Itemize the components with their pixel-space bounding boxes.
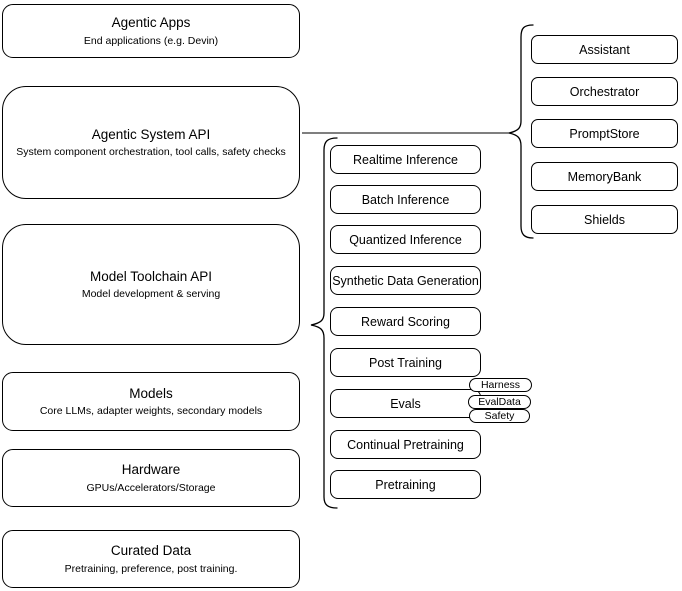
box-subtitle: System component orchestration, tool cal… (16, 146, 286, 159)
box-promptstore: PromptStore (531, 119, 678, 148)
box-synthetic-data-generation: Synthetic Data Generation (330, 266, 481, 295)
box-label: Evals (390, 396, 421, 411)
box-label: Shields (584, 212, 625, 227)
box-subtitle: Model development & serving (81, 288, 221, 301)
box-label: Quantized Inference (349, 232, 462, 247)
box-label: PromptStore (569, 126, 640, 141)
box-quantized-inference: Quantized Inference (330, 225, 481, 254)
box-title: Agentic System API (91, 126, 211, 142)
box-subtitle: GPUs/Accelerators/Storage (86, 481, 216, 494)
box-reward-scoring: Reward Scoring (330, 307, 481, 336)
box-shields: Shields (531, 205, 678, 234)
box-title: Model Toolchain API (89, 268, 213, 284)
pill-label: Harness (480, 379, 521, 391)
box-subtitle: Pretraining, preference, post training. (64, 562, 238, 575)
box-label: Synthetic Data Generation (332, 273, 479, 288)
box-orchestrator: Orchestrator (531, 77, 678, 106)
box-label: Realtime Inference (353, 152, 458, 167)
box-label: Orchestrator (569, 84, 640, 99)
box-memorybank: MemoryBank (531, 162, 678, 191)
eval-tag-evaldata: EvalData (468, 395, 531, 409)
box-agentic-apps: Agentic Apps End applications (e.g. Devi… (2, 4, 300, 58)
box-hardware: Hardware GPUs/Accelerators/Storage (2, 449, 300, 507)
box-models: Models Core LLMs, adapter weights, secon… (2, 372, 300, 431)
box-assistant: Assistant (531, 35, 678, 64)
box-label: Batch Inference (361, 192, 450, 207)
box-model-toolchain-api: Model Toolchain API Model development & … (2, 224, 300, 345)
box-label: Pretraining (375, 477, 436, 492)
eval-tag-harness: Harness (469, 378, 532, 392)
box-label: Reward Scoring (361, 314, 450, 329)
brace-system-components (508, 24, 534, 239)
box-agentic-system-api: Agentic System API System component orch… (2, 86, 300, 199)
box-continual-pretraining: Continual Pretraining (330, 430, 481, 459)
box-post-training: Post Training (330, 348, 481, 377)
box-label: Post Training (369, 355, 442, 370)
box-pretraining: Pretraining (330, 470, 481, 499)
box-subtitle: Core LLMs, adapter weights, secondary mo… (39, 405, 263, 418)
pill-label: Safety (484, 410, 515, 422)
pill-label: EvalData (478, 396, 521, 408)
eval-tag-safety: Safety (469, 409, 530, 423)
box-subtitle: End applications (e.g. Devin) (83, 34, 219, 47)
box-title: Hardware (121, 462, 181, 478)
box-label: Continual Pretraining (347, 437, 464, 452)
box-label: MemoryBank (567, 169, 642, 184)
box-batch-inference: Batch Inference (330, 185, 481, 214)
box-evals: Evals (330, 389, 481, 418)
box-realtime-inference: Realtime Inference (330, 145, 481, 174)
box-title: Models (129, 385, 173, 401)
box-title: Curated Data (110, 543, 192, 559)
box-label: Assistant (579, 42, 630, 57)
box-title: Agentic Apps (111, 15, 191, 31)
box-curated-data: Curated Data Pretraining, preference, po… (2, 530, 300, 588)
